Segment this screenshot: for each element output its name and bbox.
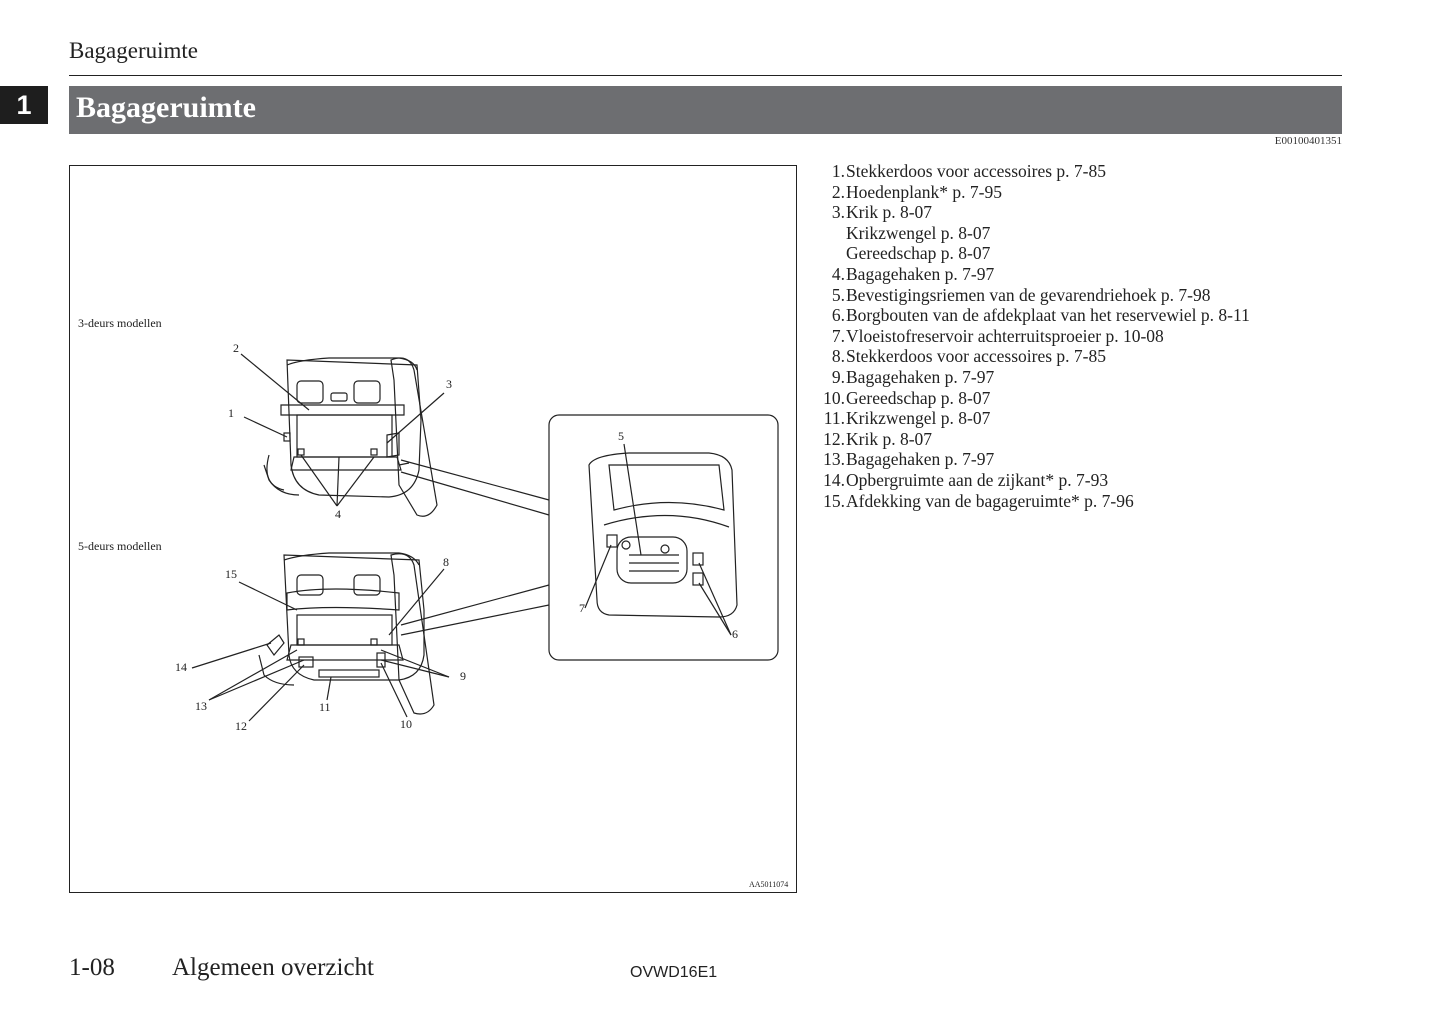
legend-item: 8.Stekkerdoos voor accessoires p. 7-85 — [831, 346, 1107, 367]
callout-7: 7 — [579, 601, 585, 615]
callout-5: 5 — [618, 429, 624, 443]
callout-10: 10 — [400, 717, 412, 731]
three-door-label: 3-deurs modellen — [78, 316, 162, 330]
legend-item: 5.Bevestigingsriemen van de gevarendrieh… — [831, 284, 1211, 305]
image-code: AA5011074 — [749, 880, 788, 889]
callout-6: 6 — [732, 627, 738, 641]
legend-item: 9.Bagagehaken p. 7-97 — [831, 366, 995, 387]
legend-item: 15.Afdekking van de bagageruimte* p. 7-9… — [823, 490, 1134, 511]
section-title-bar — [69, 86, 1342, 134]
header-rule — [69, 75, 1342, 76]
legend-item: 13.Bagagehaken p. 7-97 — [823, 449, 995, 470]
legend-item: 2.Hoedenplank* p. 7-95 — [831, 181, 1003, 202]
item-legend: 1.Stekkerdoos voor accessoires p. 7-85 2… — [815, 161, 1250, 511]
callout-1: 1 — [228, 406, 234, 420]
five-door-vehicle-illustration — [258, 552, 435, 715]
luggage-figure: 3-deurs modellen 5-deurs modellen AA5011… — [78, 316, 788, 889]
callout-4: 4 — [335, 507, 341, 521]
callout-14: 14 — [175, 660, 187, 674]
callout-15: 15 — [225, 567, 237, 581]
legend-item: 7.Vloeistofreservoir achterruitsproeier … — [831, 325, 1164, 346]
legend-item: 1.Stekkerdoos voor accessoires p. 7-85 — [831, 161, 1107, 181]
running-header: Bagageruimte — [69, 38, 199, 63]
legend-item: 11.Krikzwengel p. 8-07 — [823, 408, 991, 429]
legend-item: 12.Krik p. 8-07 — [823, 428, 933, 449]
legend-item: 4.Bagagehaken p. 7-97 — [831, 263, 995, 284]
callout-13: 13 — [195, 699, 207, 713]
section-title: Bagageruimte — [76, 91, 256, 124]
legend-item: 10.Gereedschap p. 8-07 — [823, 387, 991, 408]
callout-9: 9 — [460, 669, 466, 683]
figure-frame — [69, 165, 797, 893]
three-door-vehicle-illustration — [263, 357, 438, 517]
legend-item: 6.Borgbouten van de afdekplaat van het r… — [831, 305, 1250, 326]
callout-8: 8 — [443, 555, 449, 569]
callout-11: 11 — [319, 700, 331, 714]
document-code: OVWD16E1 — [630, 964, 718, 981]
chapter-name: Algemeen overzicht — [172, 954, 374, 981]
callout-12: 12 — [235, 719, 247, 733]
chapter-tab: 1 — [0, 86, 48, 124]
legend-item: 14.Opbergruimte aan de zijkant* p. 7-93 — [823, 469, 1109, 490]
page-number: 1-08 — [69, 954, 115, 981]
callout-3: 3 — [446, 377, 452, 391]
five-door-label: 5-deurs modellen — [78, 539, 162, 553]
tailgate-detail-illustration — [548, 414, 779, 661]
callout-2: 2 — [233, 341, 239, 355]
reference-code: E00100401351 — [1274, 135, 1342, 147]
